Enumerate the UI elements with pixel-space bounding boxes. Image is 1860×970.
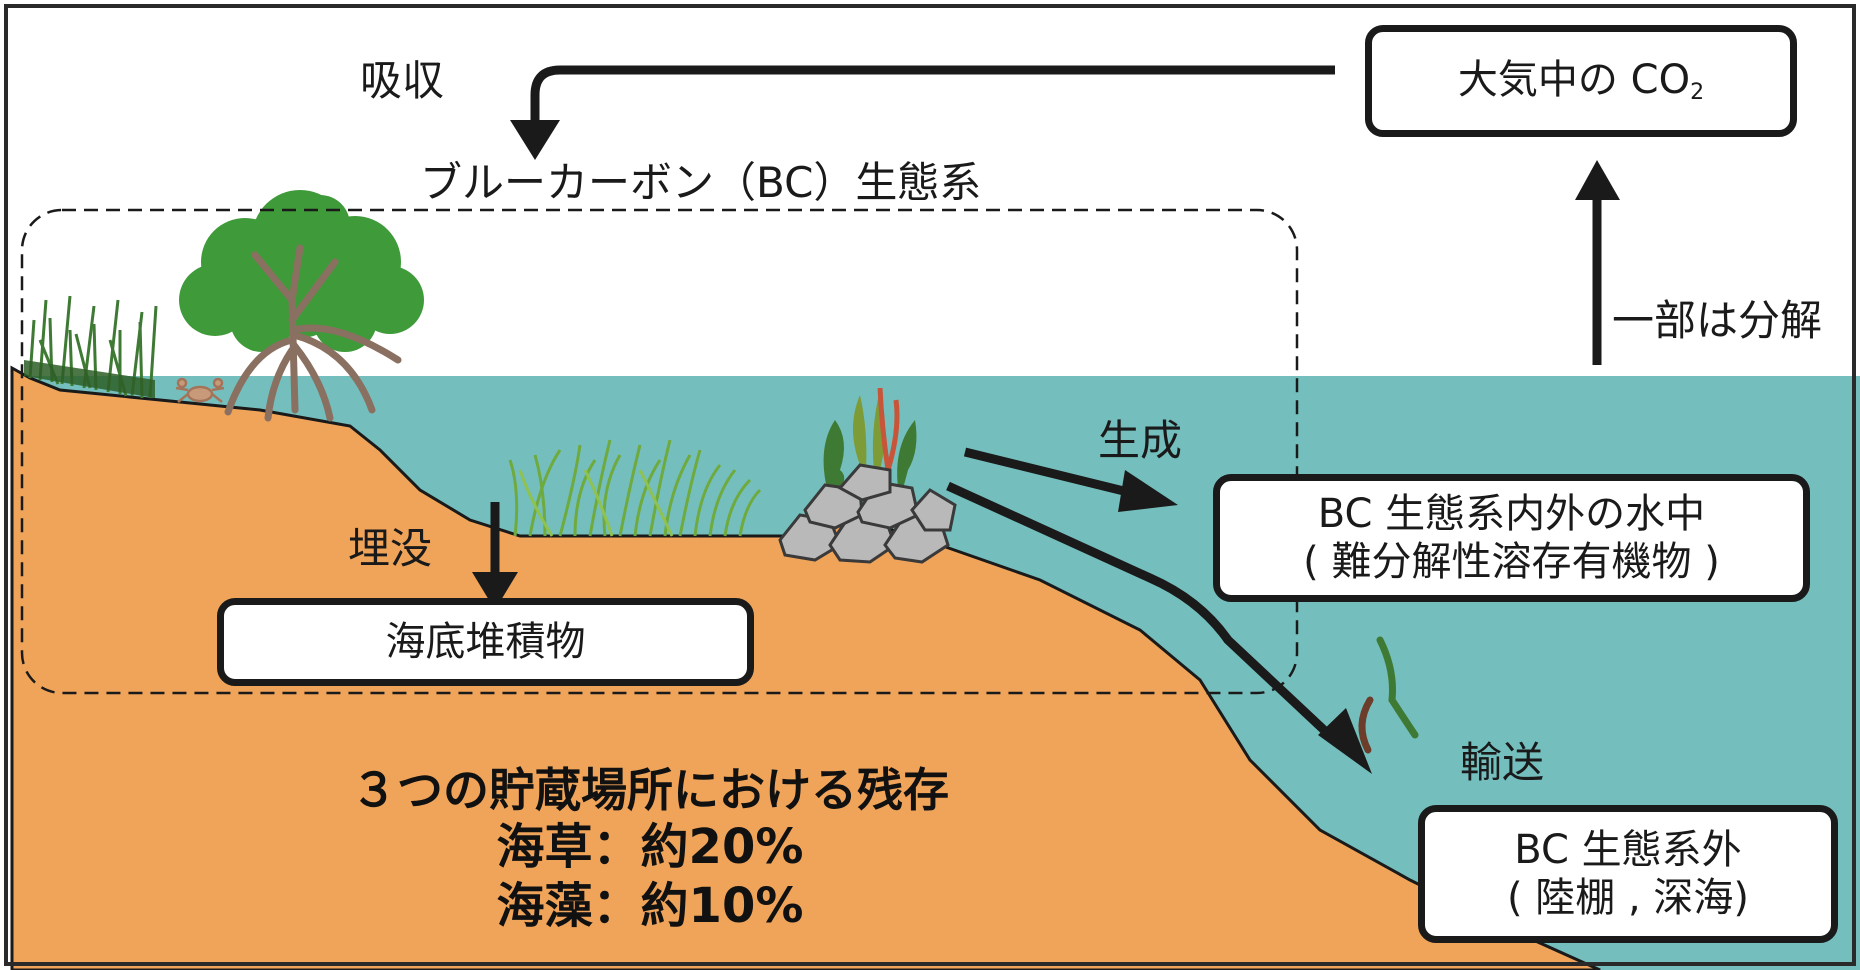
absorption-arrowhead [510,120,560,160]
co2-subscript: 2 [1690,79,1705,105]
sediment-box: 海底堆積物 [217,598,754,686]
water-inside-line2: ( 難分解性溶存有機物 ) [1303,539,1720,585]
bc-ecosystem-label: ブルーカーボン（BC）生態系 [420,158,982,207]
outside-ecosystem-line2: ( 陸棚 , 深海) [1506,875,1750,921]
generation-arrowhead [1118,470,1178,512]
crab-icon [175,377,225,403]
decomposition-arrowhead [1575,160,1620,200]
water-inside-line1: BC 生態系内外の水中 [1317,491,1706,537]
seaweed-on-rocks-icon [778,387,957,564]
mangrove-tree-icon [179,190,424,422]
burial-arrowhead [472,572,518,610]
atmosphere-co2-box: 大気中の CO2 [1365,25,1797,137]
figure-frame [4,4,1856,966]
arrowheads [472,120,1620,774]
water-inside-box: BC 生態系内外の水中 ( 難分解性溶存有機物 ) [1213,474,1810,602]
partial-decomposition-label: 一部は分解 [1612,296,1823,345]
salt-marsh-grass-base [24,360,155,398]
summary-seaweed: 海藻：約10% [496,877,804,934]
transport-arrow [946,481,1344,749]
drifting-seaweed-icon [1358,636,1419,754]
arrows [490,65,1602,749]
burial-label: 埋没 [348,524,433,573]
sediment-text: 海底堆積物 [385,619,586,665]
atmosphere-co2-text: 大気中の CO2 [1457,56,1705,105]
generation-label: 生成 [1098,416,1183,465]
generation-arrow [963,447,1142,500]
bc-ecosystem-boundary [20,208,1299,695]
transport-label: 輸送 [1460,738,1545,787]
outside-ecosystem-line1: BC 生態系外 [1514,827,1742,873]
absorption-label: 吸収 [360,56,445,105]
summary-title: ３つの貯蔵場所における残存 [351,763,949,817]
storage-summary: ３つの貯蔵場所における残存 海草：約20% 海藻：約10% [330,762,970,935]
seagrass-meadow-icon [508,439,762,537]
absorption-arrow [530,65,1335,125]
outside-ecosystem-box: BC 生態系外 ( 陸棚 , 深海) [1418,805,1838,943]
transport-arrowhead [1318,708,1372,774]
summary-seagrass: 海草：約20% [496,819,804,876]
